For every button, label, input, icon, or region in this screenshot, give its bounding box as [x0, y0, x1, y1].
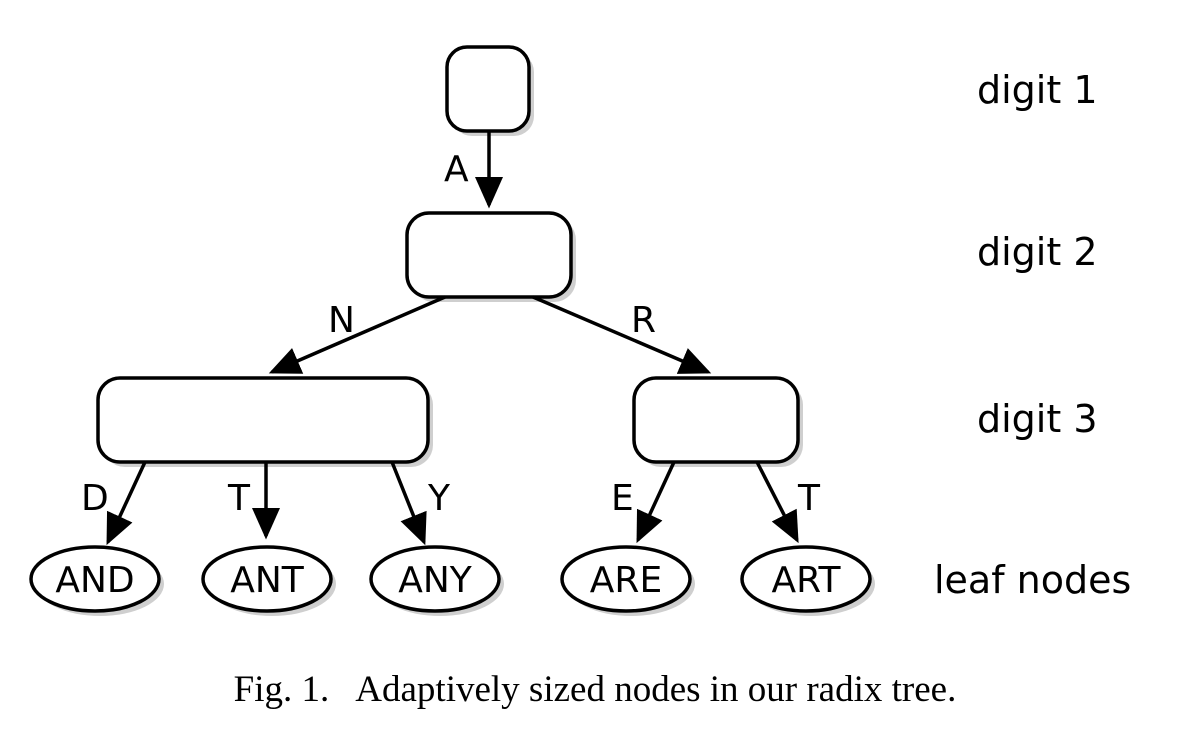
- edge-label-n: N: [328, 300, 355, 341]
- edge-left-to-any: [390, 461, 427, 546]
- edge-digit2-to-right: [532, 295, 712, 374]
- edge-label-y: Y: [427, 478, 451, 519]
- leaf-node-ant: ANT: [201, 545, 336, 616]
- node-digit2: [405, 211, 576, 302]
- leaf-label-ant: ANT: [230, 560, 305, 601]
- level-label-digit1: digit 1: [977, 68, 1098, 112]
- node-digit3-right: [632, 376, 803, 467]
- edge-right-to-are: [636, 461, 676, 544]
- edge-label-e: E: [611, 478, 634, 519]
- edge-digit2-to-left: [268, 295, 446, 374]
- leaf-node-are: ARE: [560, 545, 695, 616]
- level-label-digit2: digit 2: [977, 230, 1098, 274]
- level-label-digit3: digit 3: [977, 397, 1098, 441]
- node-digit3-left: [96, 376, 433, 467]
- edge-label-t-left: T: [227, 478, 251, 519]
- leaf-label-and: AND: [55, 560, 134, 601]
- figure-number: Fig. 1.: [233, 669, 330, 710]
- node-digit1-root: [445, 45, 534, 136]
- caption-text: Adaptively sized nodes in our radix tree…: [355, 669, 957, 710]
- edge-label-r: R: [631, 300, 656, 341]
- level-label-leaf-nodes: leaf nodes: [934, 558, 1131, 602]
- edge-left-to-and: [106, 461, 147, 546]
- leaf-label-are: ARE: [590, 560, 662, 601]
- leaf-label-art: ART: [771, 560, 841, 601]
- edge-label-a: A: [444, 149, 469, 190]
- edge-label-t-right: T: [797, 478, 821, 519]
- leaf-node-any: ANY: [369, 545, 504, 616]
- leaf-node-art: ART: [740, 545, 875, 616]
- edge-right-to-art: [755, 461, 799, 544]
- radix-tree-diagram: A N R D T Y E T AND ANT ANY ARE ART digi…: [29, 45, 1131, 616]
- figure-caption: Fig. 1. Adaptively sized nodes in our rad…: [0, 668, 1190, 711]
- leaf-label-any: ANY: [398, 560, 473, 601]
- edge-label-d: D: [81, 478, 109, 519]
- leaf-node-and: AND: [29, 545, 164, 616]
